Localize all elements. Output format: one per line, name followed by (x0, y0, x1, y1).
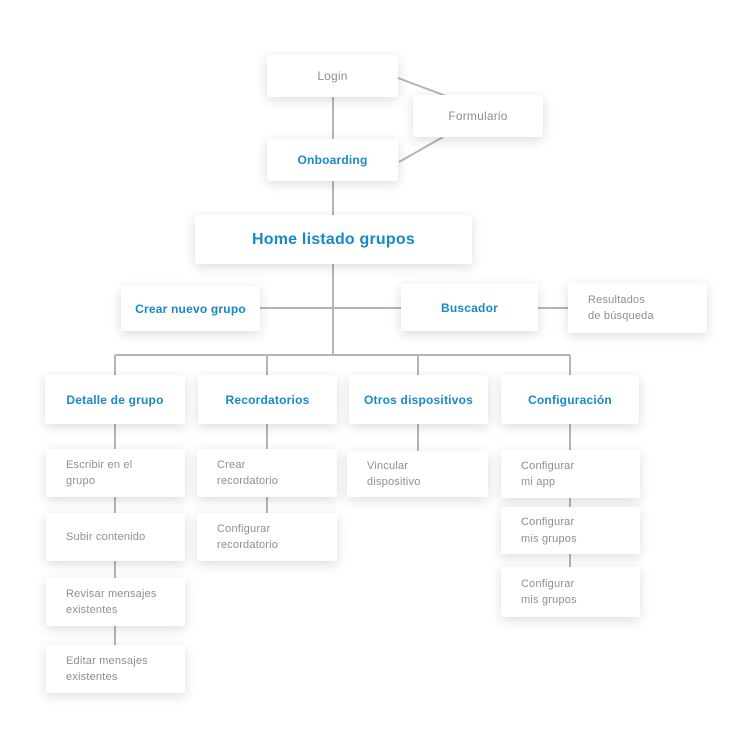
node-label: Revisar mensajes existentes (66, 587, 157, 617)
node-label: Escribir en el grupo (66, 458, 133, 488)
node-label: Formulario (448, 109, 508, 123)
node-configurar-mi-app: Configurar mi app (501, 450, 640, 498)
node-configuracion: Configuración (501, 375, 639, 424)
node-crear-nuevo-grupo: Crear nuevo grupo (121, 286, 260, 331)
node-label: Configuración (528, 392, 612, 407)
node-label: Editar mensajes existentes (66, 654, 148, 684)
node-configurar-mis-grupos-1: Configurar mis grupos (501, 507, 640, 554)
node-label: Configurar mi app (521, 459, 575, 489)
node-label: Home listado grupos (252, 230, 415, 248)
node-detalle-de-grupo: Detalle de grupo (45, 375, 185, 424)
node-vincular-dispositivo: Vincular dispositivo (347, 451, 488, 497)
node-buscador: Buscador (401, 284, 538, 331)
node-configurar-recordatorio: Configurar recordatorio (197, 513, 337, 561)
node-otros-dispositivos: Otros dispositivos (349, 375, 488, 424)
node-label: Vincular dispositivo (367, 459, 421, 489)
node-label: Configurar mis grupos (521, 577, 577, 607)
node-label: Crear recordatorio (217, 458, 279, 488)
node-crear-recordatorio: Crear recordatorio (197, 449, 337, 497)
node-label: Otros dispositivos (364, 392, 473, 407)
node-resultados-busqueda: Resultados de búsqueda (568, 283, 707, 333)
node-label: Recordatorios (225, 392, 310, 407)
node-escribir-en-el-grupo: Escribir en el grupo (46, 449, 185, 497)
node-label: Crear nuevo grupo (135, 301, 246, 316)
node-configurar-mis-grupos-2: Configurar mis grupos (501, 567, 640, 617)
node-label: Onboarding (297, 153, 368, 167)
node-label: Resultados de búsqueda (588, 293, 654, 323)
node-label: Subir contenido (66, 530, 146, 543)
node-home-listado-grupos: Home listado grupos (195, 215, 472, 264)
node-label: Configurar mis grupos (521, 516, 577, 545)
node-label: Login (317, 69, 348, 83)
node-revisar-mensajes-existentes: Revisar mensajes existentes (46, 578, 185, 626)
node-label: Buscador (441, 300, 498, 315)
node-onboarding: Onboarding (267, 139, 398, 181)
node-label: Detalle de grupo (66, 392, 164, 407)
node-login: Login (267, 55, 398, 97)
node-subir-contenido: Subir contenido (46, 513, 185, 561)
node-label: Configurar recordatorio (217, 522, 279, 552)
node-editar-mensajes-existentes: Editar mensajes existentes (46, 645, 185, 693)
node-recordatorios: Recordatorios (198, 375, 337, 424)
node-formulario: Formulario (413, 95, 543, 137)
